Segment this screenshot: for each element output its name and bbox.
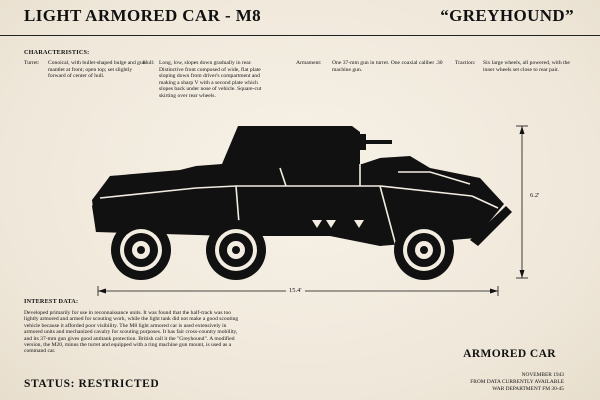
- wheel-rear: [111, 220, 171, 280]
- source-line-1: FROM DATA CURRENTLY AVAILABLE: [470, 379, 564, 385]
- wheel-front: [394, 220, 454, 280]
- characteristics-heading: CHARACTERISTICS:: [24, 49, 90, 56]
- spec-armament-text: One 37-mm gun in turret. One coaxial cal…: [332, 60, 443, 73]
- classification-label: ARMORED CAR: [463, 348, 556, 360]
- wheel-middle: [206, 220, 266, 280]
- spec-armament-label: Armament:: [296, 60, 322, 66]
- interest-heading: INTEREST DATA:: [24, 298, 79, 305]
- source-date: NOVEMBER 1943: [521, 372, 564, 378]
- status-label: STATUS: RESTRICTED: [24, 378, 160, 390]
- page-title: LIGHT ARMORED CAR - M8: [24, 6, 262, 25]
- front-bumper: [470, 206, 512, 246]
- gun-mantlet: [354, 134, 366, 150]
- spec-turret-text: Conoical, with bullet-shaped bulge and g…: [48, 60, 146, 80]
- height-label: 6.2': [530, 192, 540, 199]
- gun-barrel: [358, 140, 392, 144]
- height-dimension-line: [516, 125, 528, 279]
- header-rule: [0, 35, 600, 36]
- turret: [222, 126, 360, 164]
- spec-turret-label: Turret:: [24, 60, 40, 66]
- lifting-hooks: [312, 220, 364, 228]
- spec-hull-text: Long, low, slopes down gradually in rear…: [159, 60, 262, 99]
- hull-panel-lines: [99, 164, 499, 247]
- vehicle-nickname: “GREYHOUND”: [440, 6, 574, 25]
- spec-hull-label: Hull:: [143, 60, 155, 66]
- source-line-2: WAR DEPARTMENT FM 30-45: [492, 386, 564, 392]
- interest-text: Developed primarily for use in reconnais…: [24, 310, 239, 355]
- spec-traction-text: Six large wheels, all powered, with the …: [483, 60, 570, 73]
- spec-traction-label: Traction:: [455, 60, 476, 66]
- length-label: 15.4': [286, 287, 305, 294]
- hull: [92, 156, 504, 246]
